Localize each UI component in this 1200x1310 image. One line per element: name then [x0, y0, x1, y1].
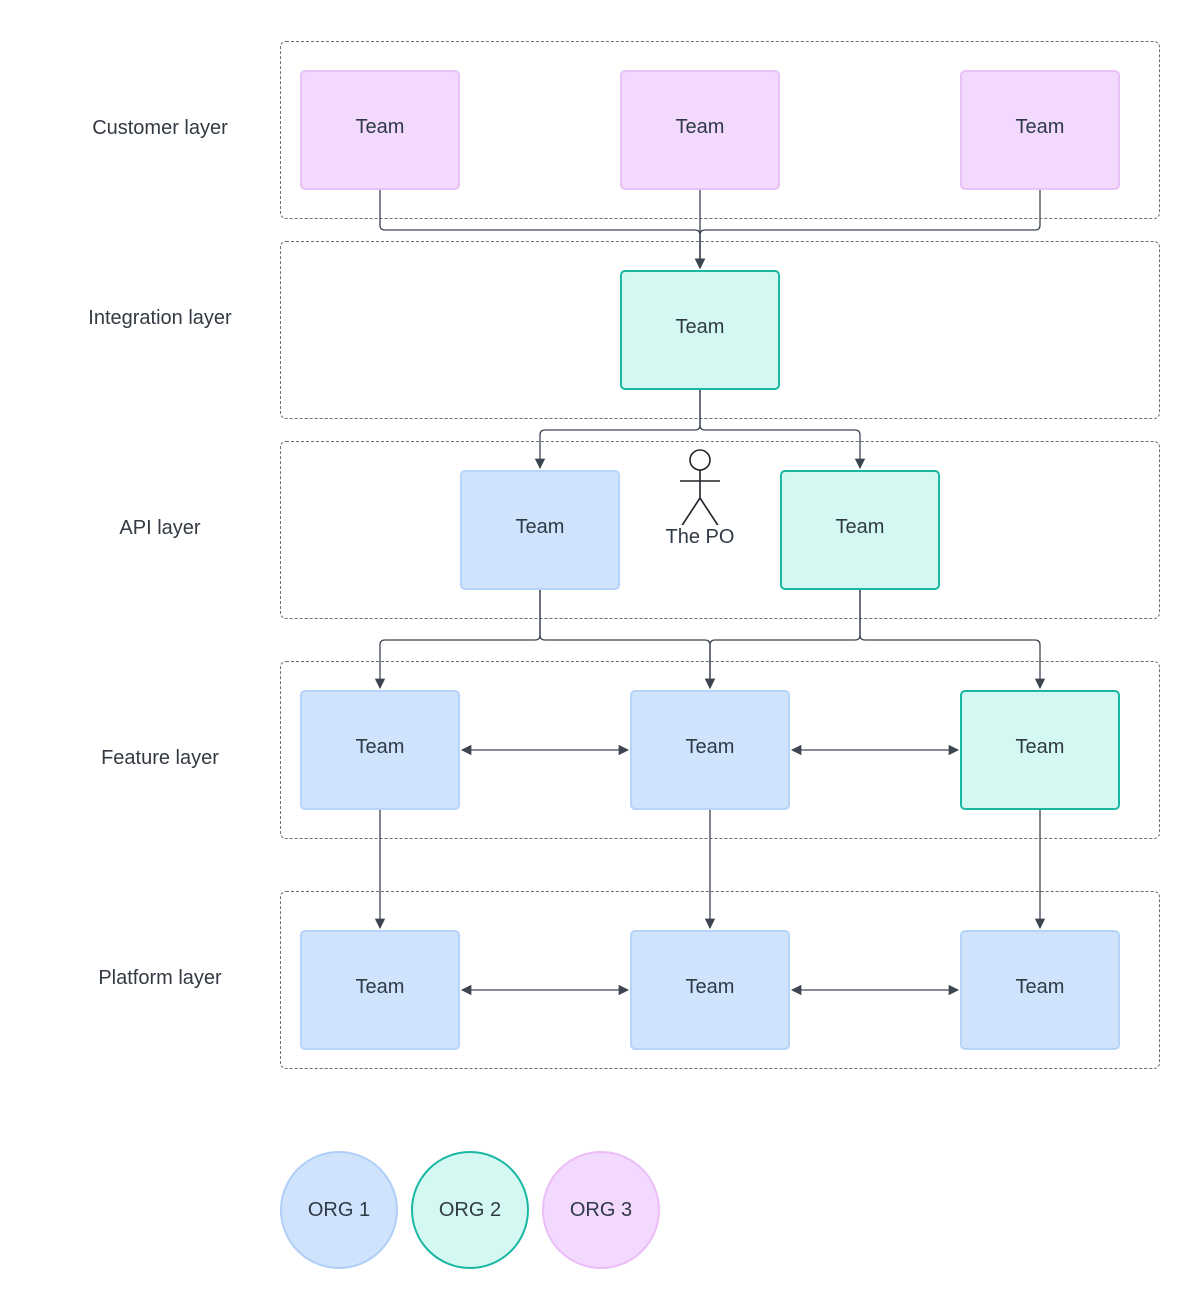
- connector-api-1-to-feature-1: [374, 590, 541, 690]
- team-label: Team: [515, 515, 565, 538]
- legend-org-2: ORG 2: [411, 1151, 529, 1269]
- connector-integration-to-api-1: [534, 390, 701, 470]
- customer-layer-label: Customer layer: [92, 117, 228, 139]
- team-label: Team: [1015, 975, 1065, 998]
- team-box: Team: [630, 690, 790, 810]
- team-label: Team: [835, 515, 885, 538]
- team-label: Team: [685, 735, 735, 758]
- legend-label: ORG 2: [438, 1198, 502, 1221]
- platform-layer-label: Platform layer: [98, 967, 222, 989]
- legend-org-3: ORG 3: [542, 1151, 660, 1269]
- integration-layer-label: Integration layer: [88, 307, 232, 329]
- team-label: Team: [685, 975, 735, 998]
- team-box: Team: [300, 690, 460, 810]
- customer-layer-frame: [280, 41, 1160, 219]
- integration-layer-frame: [280, 241, 1160, 419]
- platform-layer-frame: [280, 891, 1160, 1069]
- feature-layer-label: Feature layer: [101, 747, 219, 769]
- team-box: Team: [460, 470, 620, 590]
- connector-customer-3-to-integration: [694, 190, 1041, 270]
- team-box: Team: [960, 930, 1120, 1050]
- team-box: Team: [630, 930, 790, 1050]
- connector-api-2-to-feature-3: [859, 590, 1046, 690]
- legend-org-1: ORG 1: [280, 1151, 398, 1269]
- connector-integration-to-api-2: [699, 390, 866, 470]
- team-label: Team: [1015, 115, 1065, 138]
- team-box: Team: [300, 70, 460, 190]
- team-label: Team: [1015, 735, 1065, 758]
- api-layer-frame: [280, 441, 1160, 619]
- team-box: Team: [620, 270, 780, 390]
- legend-label: ORG 3: [569, 1198, 633, 1221]
- team-box: Team: [780, 470, 940, 590]
- team-box: Team: [960, 690, 1120, 810]
- team-box: Team: [960, 70, 1120, 190]
- actor-label: The PO: [650, 525, 750, 549]
- stick-figure-icon: [680, 449, 720, 528]
- team-label: Team: [675, 115, 725, 138]
- team-label: Team: [675, 315, 725, 338]
- api-layer-label: API layer: [119, 517, 201, 539]
- legend-label: ORG 1: [307, 1198, 371, 1221]
- team-box: Team: [620, 70, 780, 190]
- team-box: Team: [300, 930, 460, 1050]
- connector-customer-1-to-integration: [379, 190, 706, 270]
- feature-layer-frame: [280, 661, 1160, 839]
- connector-api-2-to-feature-2: [704, 590, 861, 690]
- connector-api-1-to-feature-2: [539, 590, 716, 690]
- team-label: Team: [355, 735, 405, 758]
- team-label: Team: [355, 115, 405, 138]
- team-label: Team: [355, 975, 405, 998]
